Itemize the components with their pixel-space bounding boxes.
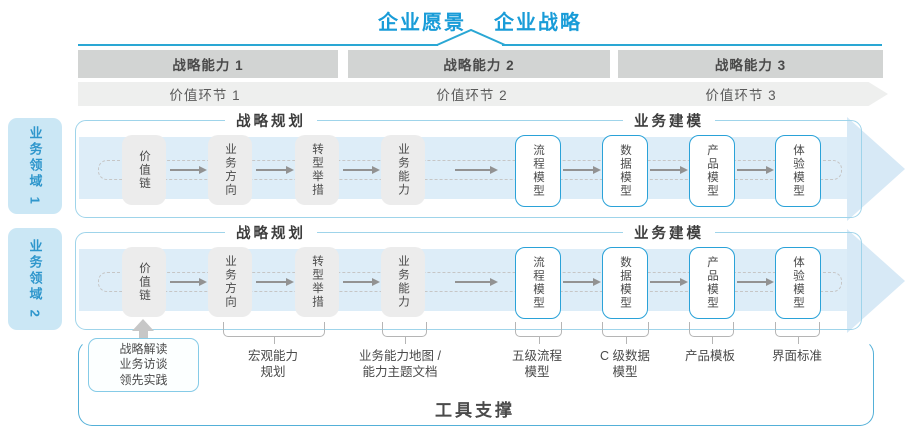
flow-step-arrow-icon xyxy=(170,278,207,285)
row-frame xyxy=(75,232,862,330)
box-transformation-measures: 转型举措 xyxy=(295,135,339,205)
capability-band-1: 战略能力 1 xyxy=(78,50,338,78)
modeling-header: 业务建模 xyxy=(623,222,715,243)
flow-step-arrow-icon xyxy=(256,278,294,285)
flow-step-arrow-icon xyxy=(650,166,688,173)
box-value-chain: 价值链 xyxy=(122,247,166,317)
strategy-title: 企业战略 xyxy=(494,12,582,34)
deliverable-process-model: 五级流程 模型 xyxy=(511,349,562,379)
box-value-chain: 价值链 xyxy=(122,135,166,205)
capability-band-1-label: 战略能力 1 xyxy=(172,58,244,73)
flow-step-arrow-icon xyxy=(343,278,380,285)
value-link-2: 价值环节 2 xyxy=(436,88,508,103)
capability-band-3-label: 战略能力 3 xyxy=(714,58,787,73)
box-experience-model: 体验模型 xyxy=(775,135,821,207)
box-experience-model: 体验模型 xyxy=(775,247,821,319)
tool-support-label: 工具支撑 xyxy=(435,401,515,420)
bracket-capability-map xyxy=(382,322,427,344)
deliverable-product-template: 产品模板 xyxy=(684,349,735,363)
flow-step-arrow-icon xyxy=(455,278,498,285)
value-chain-band xyxy=(78,82,888,106)
modeling-header: 业务建模 xyxy=(623,110,715,131)
capability-band-2-label: 战略能力 2 xyxy=(443,58,515,73)
chevron-separator-icon xyxy=(325,0,365,24)
flow-step-arrow-icon xyxy=(563,166,601,173)
box-product-model: 产品模型 xyxy=(689,247,735,319)
dashed-track xyxy=(98,272,842,292)
chevron-separator-icon xyxy=(597,0,637,24)
deliverable-ui-standard: 界面标准 xyxy=(771,349,822,363)
bracket-ui-standard xyxy=(775,322,820,344)
tool-support-container xyxy=(78,340,874,426)
box-business-direction: 业务方向 xyxy=(208,247,252,317)
planning-header: 战略规划 xyxy=(225,222,317,243)
value-link-1: 价值环节 1 xyxy=(169,88,241,103)
box-business-capability: 业务能力 xyxy=(381,135,425,205)
domain-tab-1: 业务领域 1 xyxy=(8,118,62,214)
capability-band-2: 战略能力 2 xyxy=(348,50,610,78)
flow-step-arrow-icon xyxy=(737,166,774,173)
box-data-model: 数据模型 xyxy=(602,135,648,207)
flow-step-arrow-icon xyxy=(737,278,774,285)
top-divider-right xyxy=(502,44,882,46)
box-business-direction: 业务方向 xyxy=(208,135,252,205)
deliverable-data-model: C 级数据 模型 xyxy=(599,349,650,379)
dashed-track xyxy=(98,160,842,180)
caret-up-icon xyxy=(436,28,506,46)
diagram-title: 企业愿景 企业战略 xyxy=(378,6,582,35)
up-arrow-icon xyxy=(139,330,148,344)
box-product-model: 产品模型 xyxy=(689,135,735,207)
capability-band-3: 战略能力 3 xyxy=(618,50,883,78)
deliverable-capability-map: 业务能力地图 / 能力主题文档 xyxy=(359,349,441,379)
vision-title: 企业愿景 xyxy=(378,12,466,34)
flow-step-arrow-icon xyxy=(455,166,498,173)
flow-row-domain-2: 战略规划 业务建模 价值链 业务方向 转型举措 业务能力 流程模型 数据模型 产… xyxy=(75,222,905,333)
flow-step-arrow-icon xyxy=(563,278,601,285)
deliverable-macro-capability: 宏观能力 规划 xyxy=(247,349,298,379)
bracket-process-model xyxy=(515,322,562,344)
value-link-3: 价值环节 3 xyxy=(705,88,777,103)
bracket-data-model xyxy=(602,322,649,344)
flow-step-arrow-icon xyxy=(343,166,380,173)
bracket-product-template xyxy=(689,322,734,344)
box-data-model: 数据模型 xyxy=(602,247,648,319)
strategy-inputs-box: 战略解读 业务访谈 领先实践 xyxy=(88,338,199,392)
flow-step-arrow-icon xyxy=(170,166,207,173)
flow-step-arrow-icon xyxy=(256,166,294,173)
flow-step-arrow-icon xyxy=(650,278,688,285)
box-business-capability: 业务能力 xyxy=(381,247,425,317)
domain-tab-2: 业务领域 2 xyxy=(8,228,62,330)
box-process-model: 流程模型 xyxy=(515,135,561,207)
row-frame xyxy=(75,120,862,218)
up-arrow-icon xyxy=(132,319,154,331)
planning-header: 战略规划 xyxy=(225,110,317,131)
box-process-model: 流程模型 xyxy=(515,247,561,319)
flow-row-domain-1: 战略规划 业务建模 价值链 业务方向 转型举措 业务能力 流程模型 数据模型 产… xyxy=(75,110,905,221)
top-divider-left xyxy=(78,44,438,46)
bracket-macro-capability xyxy=(223,322,325,344)
box-transformation-measures: 转型举措 xyxy=(295,247,339,317)
